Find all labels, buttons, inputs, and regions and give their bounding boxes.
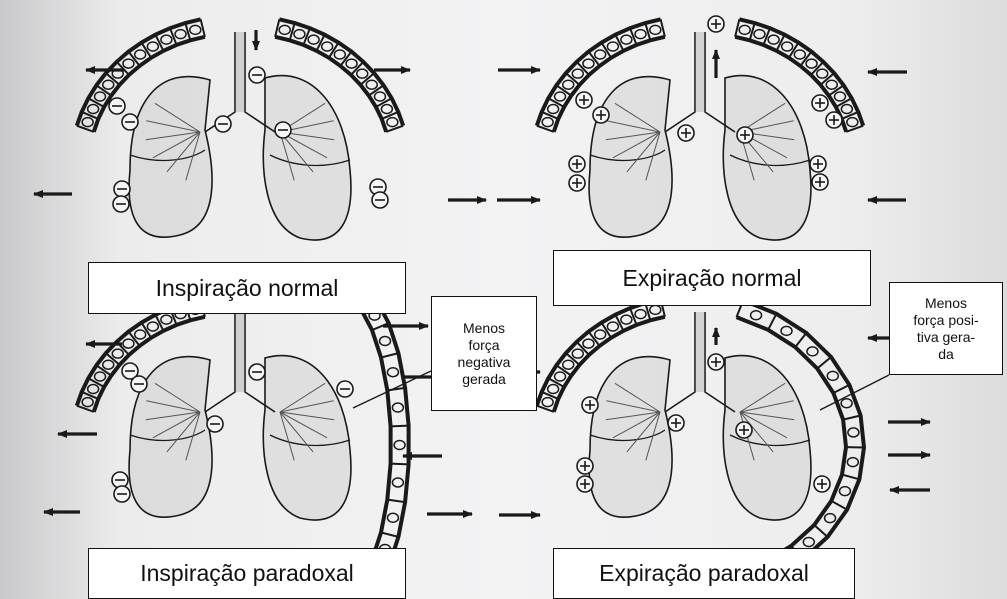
- positive-sign-icon: [708, 16, 724, 32]
- note-menos-forca-negativa: Menos força negativa gerada: [431, 296, 537, 411]
- negative-sign-icon: [131, 376, 147, 392]
- negative-sign-icon: [372, 192, 388, 208]
- caption-expiracao-paradoxal: Expiração paradoxal: [553, 548, 855, 599]
- negative-sign-icon: [249, 67, 265, 83]
- panel-expiracao-normal: [537, 19, 863, 240]
- caption-inspiracao-paradoxal: Inspiração paradoxal: [88, 548, 406, 599]
- positive-sign-icon: [569, 156, 585, 172]
- panel-expiracao-paradoxal: [537, 299, 864, 578]
- negative-sign-icon: [337, 381, 353, 397]
- note-menos-forca-positiva: Menos força posi- tiva gera- da: [889, 282, 1003, 375]
- positive-sign-icon: [678, 125, 694, 141]
- negative-sign-icon: [249, 364, 265, 380]
- positive-sign-icon: [708, 354, 724, 370]
- left-lung: [589, 77, 672, 238]
- negative-sign-icon: [114, 486, 130, 502]
- negative-sign-icon: [275, 122, 291, 138]
- positive-sign-icon: [737, 127, 753, 143]
- negative-sign-icon: [109, 98, 125, 114]
- negative-sign-icon: [114, 181, 130, 197]
- negative-sign-icon: [122, 114, 138, 130]
- positive-sign-icon: [668, 415, 684, 431]
- negative-sign-icon: [113, 196, 129, 212]
- positive-sign-icon: [569, 175, 585, 191]
- positive-sign-icon: [577, 476, 593, 492]
- positive-sign-icon: [814, 476, 830, 492]
- left-lung: [589, 357, 672, 518]
- left-lung: [129, 77, 212, 238]
- caption-inspiracao-normal: Inspiração normal: [88, 262, 406, 314]
- positive-sign-icon: [812, 174, 828, 190]
- positive-sign-icon: [826, 112, 842, 128]
- positive-sign-icon: [576, 92, 592, 108]
- negative-sign-icon: [215, 116, 231, 132]
- positive-sign-icon: [812, 95, 828, 111]
- positive-sign-icon: [593, 107, 609, 123]
- positive-sign-icon: [810, 156, 826, 172]
- caption-expiracao-normal: Expiração normal: [553, 250, 871, 306]
- positive-sign-icon: [582, 397, 598, 413]
- negative-sign-icon: [207, 416, 223, 432]
- positive-sign-icon: [736, 422, 752, 438]
- positive-sign-icon: [577, 458, 593, 474]
